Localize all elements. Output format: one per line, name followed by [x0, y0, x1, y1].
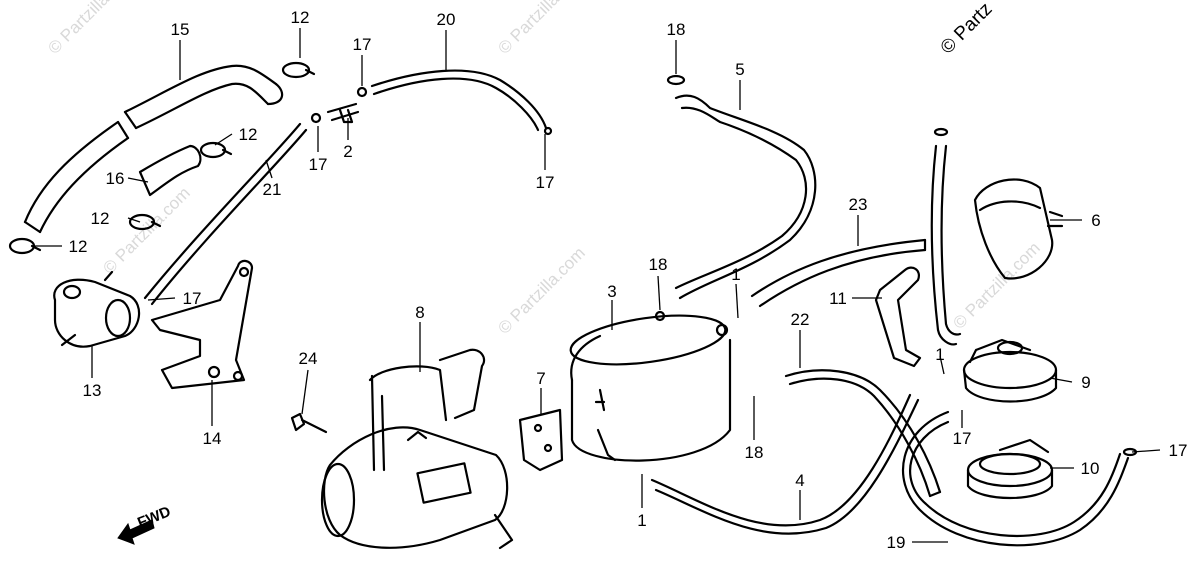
- callout-8: 8: [415, 303, 424, 322]
- callout-9: 9: [1081, 373, 1090, 392]
- fwd-arrow: FWD: [117, 503, 173, 545]
- callout-17: 17: [183, 289, 202, 308]
- watermarks: © Partzilla.com © Partzilla.com © Partzi…: [44, 0, 1043, 338]
- hose-23: [750, 238, 927, 308]
- clips-12: [8, 61, 316, 255]
- hose-15: [23, 64, 284, 234]
- valve-13: [53, 270, 141, 348]
- callout-2: 2: [343, 142, 352, 161]
- callout-10: 10: [1081, 459, 1100, 478]
- callout-18: 18: [667, 20, 686, 39]
- joint-2: [310, 86, 368, 124]
- callout-4: 4: [795, 471, 804, 490]
- hose-21: [143, 122, 308, 306]
- callout-3: 3: [607, 282, 616, 301]
- canister-3: [569, 310, 732, 462]
- callout-1: 1: [935, 345, 944, 364]
- hose-20: [370, 69, 553, 136]
- callout-17: 17: [353, 35, 372, 54]
- leader-lines: [34, 28, 1161, 543]
- callouts: 15 12 17 20 18 5 12 16 17 2 17 21 12 12 …: [69, 8, 1188, 552]
- watermark: © Partzilla.com: [949, 238, 1043, 332]
- hose-4: [650, 393, 920, 535]
- hose-5: [666, 74, 817, 300]
- callout-1: 1: [731, 265, 740, 284]
- callout-23: 23: [849, 195, 868, 214]
- callout-16: 16: [106, 169, 125, 188]
- callout-12: 12: [239, 125, 258, 144]
- watermark-corner: © Partz: [937, 0, 997, 59]
- bolt-24: [290, 412, 328, 434]
- watermark: © Partzilla.com: [494, 0, 588, 58]
- callout-12: 12: [69, 237, 88, 256]
- callout-13: 13: [83, 381, 102, 400]
- watermark: © Partzilla.com: [494, 243, 588, 337]
- callout-18: 18: [649, 255, 668, 274]
- cover-6: [973, 178, 1064, 280]
- callout-22: 22: [791, 310, 810, 329]
- callout-12: 12: [91, 209, 110, 228]
- fwd-arrow-icon: [117, 519, 155, 545]
- hose-to-9: [930, 127, 962, 346]
- watermark: © Partzilla.com: [99, 183, 193, 277]
- callout-24: 24: [299, 349, 318, 368]
- callout-7: 7: [536, 369, 545, 388]
- callout-17: 17: [1169, 441, 1188, 460]
- callout-14: 14: [203, 429, 222, 448]
- callout-15: 15: [171, 20, 190, 39]
- watermark: © Partzilla.com: [44, 0, 138, 58]
- callout-18: 18: [745, 443, 764, 462]
- callout-19: 19: [887, 533, 906, 552]
- callout-21: 21: [263, 180, 282, 199]
- callout-6: 6: [1091, 211, 1100, 230]
- callout-17: 17: [953, 429, 972, 448]
- hose-19: [901, 410, 1138, 547]
- callout-12: 12: [291, 8, 310, 27]
- callout-1: 1: [637, 511, 646, 530]
- valve-9: [962, 338, 1058, 403]
- callout-20: 20: [437, 10, 456, 29]
- callout-5: 5: [735, 60, 744, 79]
- hose-16: [138, 144, 202, 197]
- bracket-14: [150, 259, 254, 390]
- bracket-11: [874, 266, 922, 368]
- callout-11: 11: [829, 289, 847, 308]
- hose-22: [784, 369, 942, 498]
- callout-17: 17: [309, 155, 328, 174]
- callout-17: 17: [536, 173, 555, 192]
- bracket-7: [518, 408, 564, 472]
- holder-8: [320, 348, 514, 550]
- ring-10: [966, 438, 1054, 500]
